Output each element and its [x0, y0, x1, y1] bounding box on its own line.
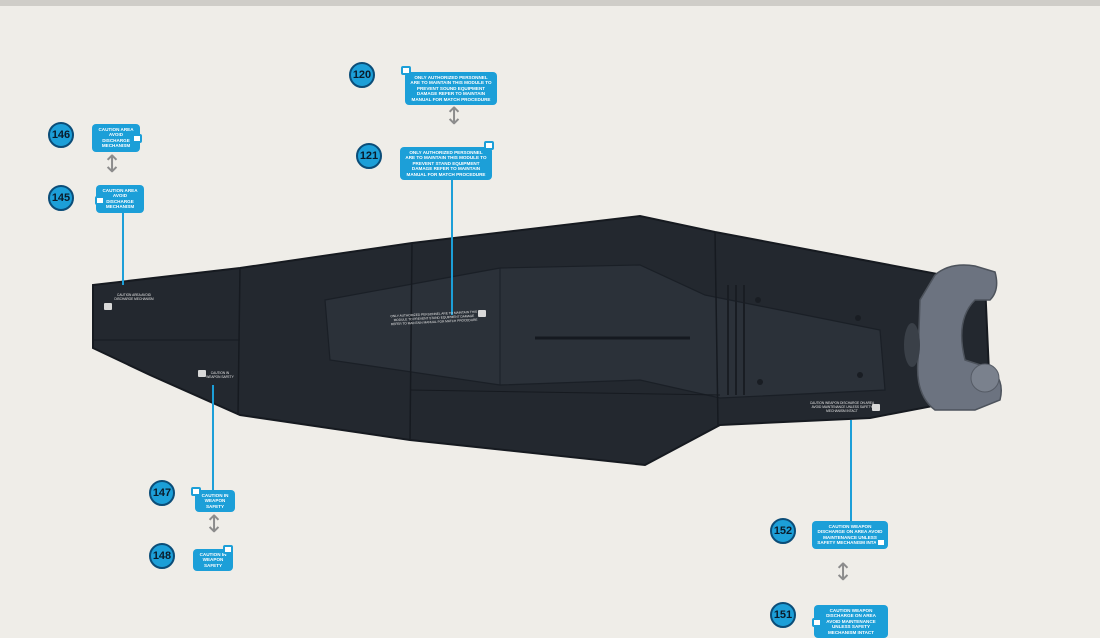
- mount-knob: [970, 363, 1000, 393]
- rivet: [857, 372, 863, 378]
- square-marker-icon: [484, 141, 494, 150]
- callout-number-badge: 152: [770, 518, 796, 544]
- square-marker-icon: [223, 545, 233, 554]
- up-down-arrow-icon: ↕: [444, 102, 465, 130]
- square-marker-icon: [876, 538, 886, 547]
- callout-label: CAUTION WEAPON DISCHARGE ON AREA AVOID M…: [814, 605, 888, 638]
- callout-number-badge: 148: [149, 543, 175, 569]
- callout-number-badge: 120: [349, 62, 375, 88]
- top-edge: [0, 0, 1100, 6]
- decal-left: CAUTION AREA AVOID DISCHARGE MECHANISM: [114, 293, 154, 301]
- callout-label: ONLY AUTHORIZED PERSONNEL ARE TO MAINTAI…: [405, 72, 497, 106]
- callout-label: CAUTION WEAPON DISCHARGE ON AREA AVOID M…: [812, 521, 888, 549]
- decal-right: CAUTION WEAPON DISCHARGE ON AREA AVOID M…: [809, 401, 875, 413]
- decal-lower-left: CAUTION IN WEAPON SAFETY: [206, 371, 234, 379]
- seam-line: [237, 267, 241, 416]
- callout-number-badge: 147: [149, 480, 175, 506]
- seam-line: [409, 389, 721, 396]
- square-marker-icon: [812, 618, 822, 627]
- square-marker-icon: [191, 487, 201, 496]
- callout-label: CAUTION IN WEAPON SAFETY: [195, 490, 235, 513]
- up-down-arrow-icon: ↕: [102, 150, 123, 178]
- up-down-arrow-icon: ↕: [204, 510, 225, 538]
- square-marker-icon: [872, 404, 880, 411]
- square-marker-icon: [401, 66, 411, 75]
- rivet: [855, 315, 861, 321]
- seam-line: [714, 231, 719, 426]
- rivet: [755, 297, 761, 303]
- square-marker-icon: [132, 134, 142, 143]
- callout-label: CAUTION IN WEAPON SAFETY: [193, 549, 233, 572]
- square-marker-icon: [478, 310, 486, 317]
- seam-line: [409, 242, 413, 441]
- callout-number-badge: 121: [356, 143, 382, 169]
- square-marker-icon: [95, 196, 105, 205]
- callout-number-badge: 146: [48, 122, 74, 148]
- mount-peg: [904, 323, 920, 367]
- callout-number-badge: 145: [48, 185, 74, 211]
- square-marker-icon: [198, 370, 206, 377]
- callout-label: ONLY AUTHORIZED PERSONNEL ARE TO MAINTAI…: [400, 147, 492, 181]
- up-down-arrow-icon: ↕: [833, 558, 854, 586]
- square-marker-icon: [104, 303, 112, 310]
- callout-number-badge: 151: [770, 602, 796, 628]
- rivet: [757, 379, 763, 385]
